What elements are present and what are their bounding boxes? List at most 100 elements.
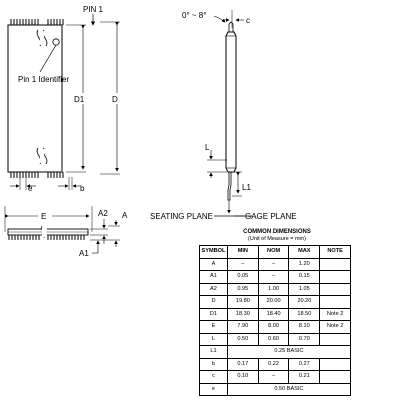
top-view: PIN 1 Pin 1 Identifier D1 D e b <box>7 5 120 193</box>
side-body <box>225 31 237 173</box>
header-min: MIN <box>226 245 259 259</box>
cell-max: 1.05 <box>288 282 321 296</box>
cell-symbol: b <box>199 357 228 371</box>
l-label: L <box>205 143 210 152</box>
pin1-identifier-label: Pin 1 Identifier <box>18 75 69 84</box>
cell-note: Note 2 <box>319 307 351 321</box>
cell-nom: 20.00 <box>257 295 290 309</box>
header-symbol: SYMBOL <box>199 245 228 259</box>
gage-plane-label: GAGE PLANE <box>245 212 297 221</box>
top-pins-bottom-left <box>10 172 39 178</box>
e-label: e <box>28 184 33 193</box>
common-dimensions-block: COMMON DIMENSIONS (Unit of Measure = mm)… <box>199 229 352 396</box>
cell-symbol: E <box>199 320 228 334</box>
header-note: NOTE <box>319 245 351 259</box>
cell-note <box>319 282 351 296</box>
cell-min: 0.05 <box>226 270 259 284</box>
dimensions-title: COMMON DIMENSIONS <box>243 229 311 235</box>
d1-label: D1 <box>74 95 85 104</box>
cell-max: 1.20 <box>288 257 321 271</box>
pin1-identifier-leader <box>39 44 57 73</box>
dimensions-subtitle: (Unit of Measure = mm) <box>248 236 306 242</box>
seating-plane-label: SEATING PLANE <box>150 212 213 221</box>
a-label: A <box>122 211 128 220</box>
cell-max: 8.10 <box>288 320 321 334</box>
a1-label: A1 <box>79 249 89 258</box>
cell-min: 0.50 <box>226 332 259 346</box>
cell-note <box>319 332 351 346</box>
cell-max: 18.50 <box>288 307 321 321</box>
angle-arc <box>213 15 226 23</box>
table-row: A––1.20 <box>199 257 351 271</box>
cell-symbol: D1 <box>199 307 228 321</box>
cell-symbol: c <box>199 370 228 384</box>
top-pins-right <box>47 19 64 25</box>
top-pins-bottom-right <box>47 172 64 178</box>
package-body-top <box>7 24 62 173</box>
end-view-pins <box>8 235 85 240</box>
cell-min: 0.17 <box>226 357 259 371</box>
cell-symbol: A1 <box>199 270 228 284</box>
cell-nom: 8.00 <box>257 320 290 334</box>
cell-symbol: L1 <box>199 345 228 359</box>
cell-basic-value: 0.50 BASIC <box>226 382 352 396</box>
cell-min: – <box>226 257 259 271</box>
cell-note <box>319 270 351 284</box>
cell-min: 7.90 <box>226 320 259 334</box>
cell-symbol: e <box>199 382 228 396</box>
cell-min: 19.80 <box>226 295 259 309</box>
cell-nom: 0.60 <box>257 332 290 346</box>
cell-min: 0.95 <box>226 282 259 296</box>
cell-note <box>319 295 351 309</box>
cell-max: 0.70 <box>288 332 321 346</box>
a2-label: A2 <box>98 209 108 218</box>
pin1-identifier-mark <box>52 38 60 46</box>
cell-max: 0.21 <box>288 370 321 384</box>
b-label: b <box>80 184 85 193</box>
cell-note: Note 2 <box>319 320 351 334</box>
cell-min: 0.10 <box>226 370 259 384</box>
cell-basic-value: 0.25 BASIC <box>226 345 352 359</box>
side-view: 0° ~ 8° c L L1 SEATING PLANE GAGE PLANE <box>150 10 297 221</box>
package-body <box>7 24 63 173</box>
cell-symbol: A2 <box>199 282 228 296</box>
cell-symbol: A <box>199 257 228 271</box>
e-width-label: E <box>41 212 46 221</box>
cell-symbol: D <box>199 295 228 309</box>
cell-max: 0.15 <box>288 270 321 284</box>
header-nom: NOM <box>257 245 290 259</box>
pin1-label: PIN 1 <box>83 5 104 14</box>
table-header-row: SYMBOL MIN NOM MAX NOTE <box>199 245 351 259</box>
cell-min: 18.30 <box>226 307 259 321</box>
c-label: c <box>246 16 250 25</box>
angle-label: 0° ~ 8° <box>182 11 206 20</box>
cell-nom: 1.00 <box>257 282 290 296</box>
side-lead <box>227 172 232 201</box>
l1-label: L1 <box>242 183 251 192</box>
cell-nom: – <box>257 257 290 271</box>
cell-nom: 18.40 <box>257 307 290 321</box>
header-max: MAX <box>288 245 321 259</box>
end-view: E A2 A A1 <box>4 206 128 258</box>
cell-nom: – <box>257 270 290 284</box>
cell-max: 20.20 <box>288 295 321 309</box>
top-pins-left <box>10 19 39 25</box>
cell-nom: 0.22 <box>257 357 290 371</box>
cell-note <box>319 257 351 271</box>
cell-nom: – <box>257 370 290 384</box>
cell-symbol: L <box>199 332 228 346</box>
cell-note <box>319 357 351 371</box>
